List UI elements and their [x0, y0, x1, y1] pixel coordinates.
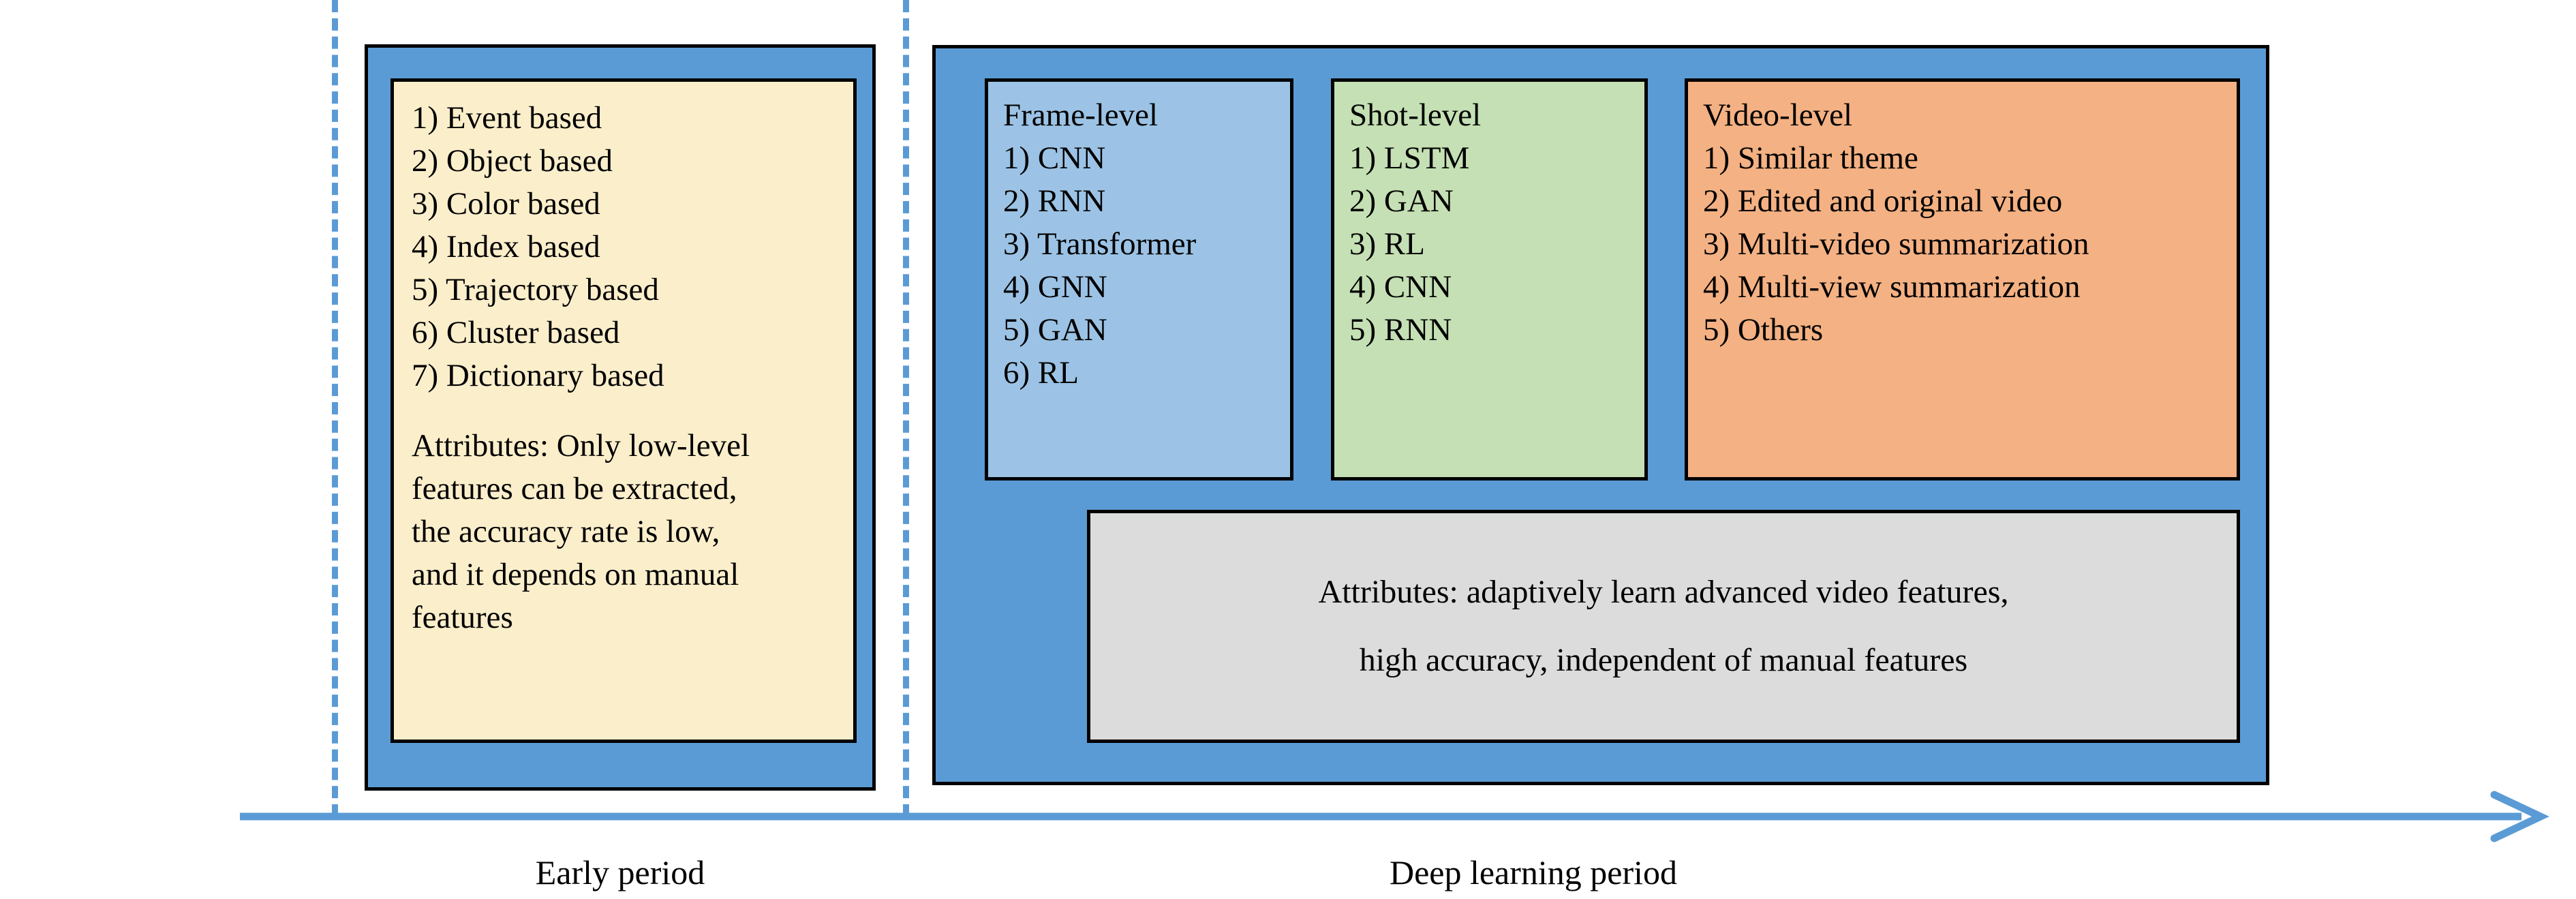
list-item: 2) RNN [1003, 183, 1106, 219]
list-item: 3) Color based [412, 186, 600, 222]
list-item: 7) Dictionary based [412, 358, 664, 393]
attributes-line: Attributes: adaptively learn advanced vi… [1318, 574, 2009, 610]
list-item: 6) Cluster based [412, 315, 620, 350]
list-item: 4) GNN [1003, 269, 1107, 305]
list-item: 3) Transformer [1003, 226, 1197, 262]
video-level-box: Video-level 1) Similar theme 2) Edited a… [1685, 78, 2240, 481]
early-period-panel: 1) Event based 2) Object based 3) Color … [365, 44, 876, 791]
era-separator-right [903, 0, 909, 817]
list-item: 1) Similar theme [1703, 140, 1918, 176]
shot-level-box: Shot-level 1) LSTM 2) GAN 3) RL 4) CNN 5… [1331, 78, 1648, 481]
early-period-attributes-text: Attributes: Only low-level features can … [412, 425, 835, 639]
list-item: 4) CNN [1349, 269, 1452, 305]
shot-level-heading: Shot-level [1349, 97, 1482, 133]
frame-level-heading: Frame-level [1003, 97, 1159, 133]
early-period-methods-box: 1) Event based 2) Object based 3) Color … [390, 78, 857, 743]
list-item: 2) Object based [412, 143, 613, 179]
list-item: 3) Multi-video summarization [1703, 226, 2089, 262]
list-item: 5) RNN [1349, 312, 1452, 348]
attributes-line: features can be extracted, [412, 471, 737, 506]
attributes-line: Attributes: Only low-level [412, 428, 750, 463]
deep-learning-period-panel: Frame-level 1) CNN 2) RNN 3) Transformer… [932, 45, 2269, 785]
list-item: 3) RL [1349, 226, 1425, 262]
list-item: 5) Trajectory based [412, 272, 659, 307]
era-separator-left [332, 0, 338, 817]
deep-learning-period-caption: Deep learning period [1389, 853, 1678, 892]
list-item: 1) Event based [412, 100, 602, 136]
list-item: 1) LSTM [1349, 140, 1470, 176]
attributes-line: features [412, 600, 513, 635]
list-item: 5) Others [1703, 312, 1824, 348]
list-item: 2) GAN [1349, 183, 1454, 219]
list-item: 4) Index based [412, 229, 600, 264]
list-item: 6) RL [1003, 355, 1079, 391]
list-item: 5) GAN [1003, 312, 1107, 348]
list-item: 2) Edited and original video [1703, 183, 2063, 219]
frame-level-box: Frame-level 1) CNN 2) RNN 3) Transformer… [985, 78, 1293, 481]
list-item: 1) CNN [1003, 140, 1106, 176]
attributes-line: the accuracy rate is low, [412, 514, 720, 549]
list-item: 4) Multi-view summarization [1703, 269, 2081, 305]
video-level-heading: Video-level [1703, 97, 1853, 133]
deep-learning-attributes-box: Attributes: adaptively learn advanced vi… [1087, 510, 2240, 743]
early-period-caption: Early period [535, 853, 705, 892]
attributes-line: high accuracy, independent of manual fea… [1359, 642, 1968, 678]
timeline-arrow-icon [240, 791, 2549, 842]
attributes-line: and it depends on manual [412, 557, 739, 592]
